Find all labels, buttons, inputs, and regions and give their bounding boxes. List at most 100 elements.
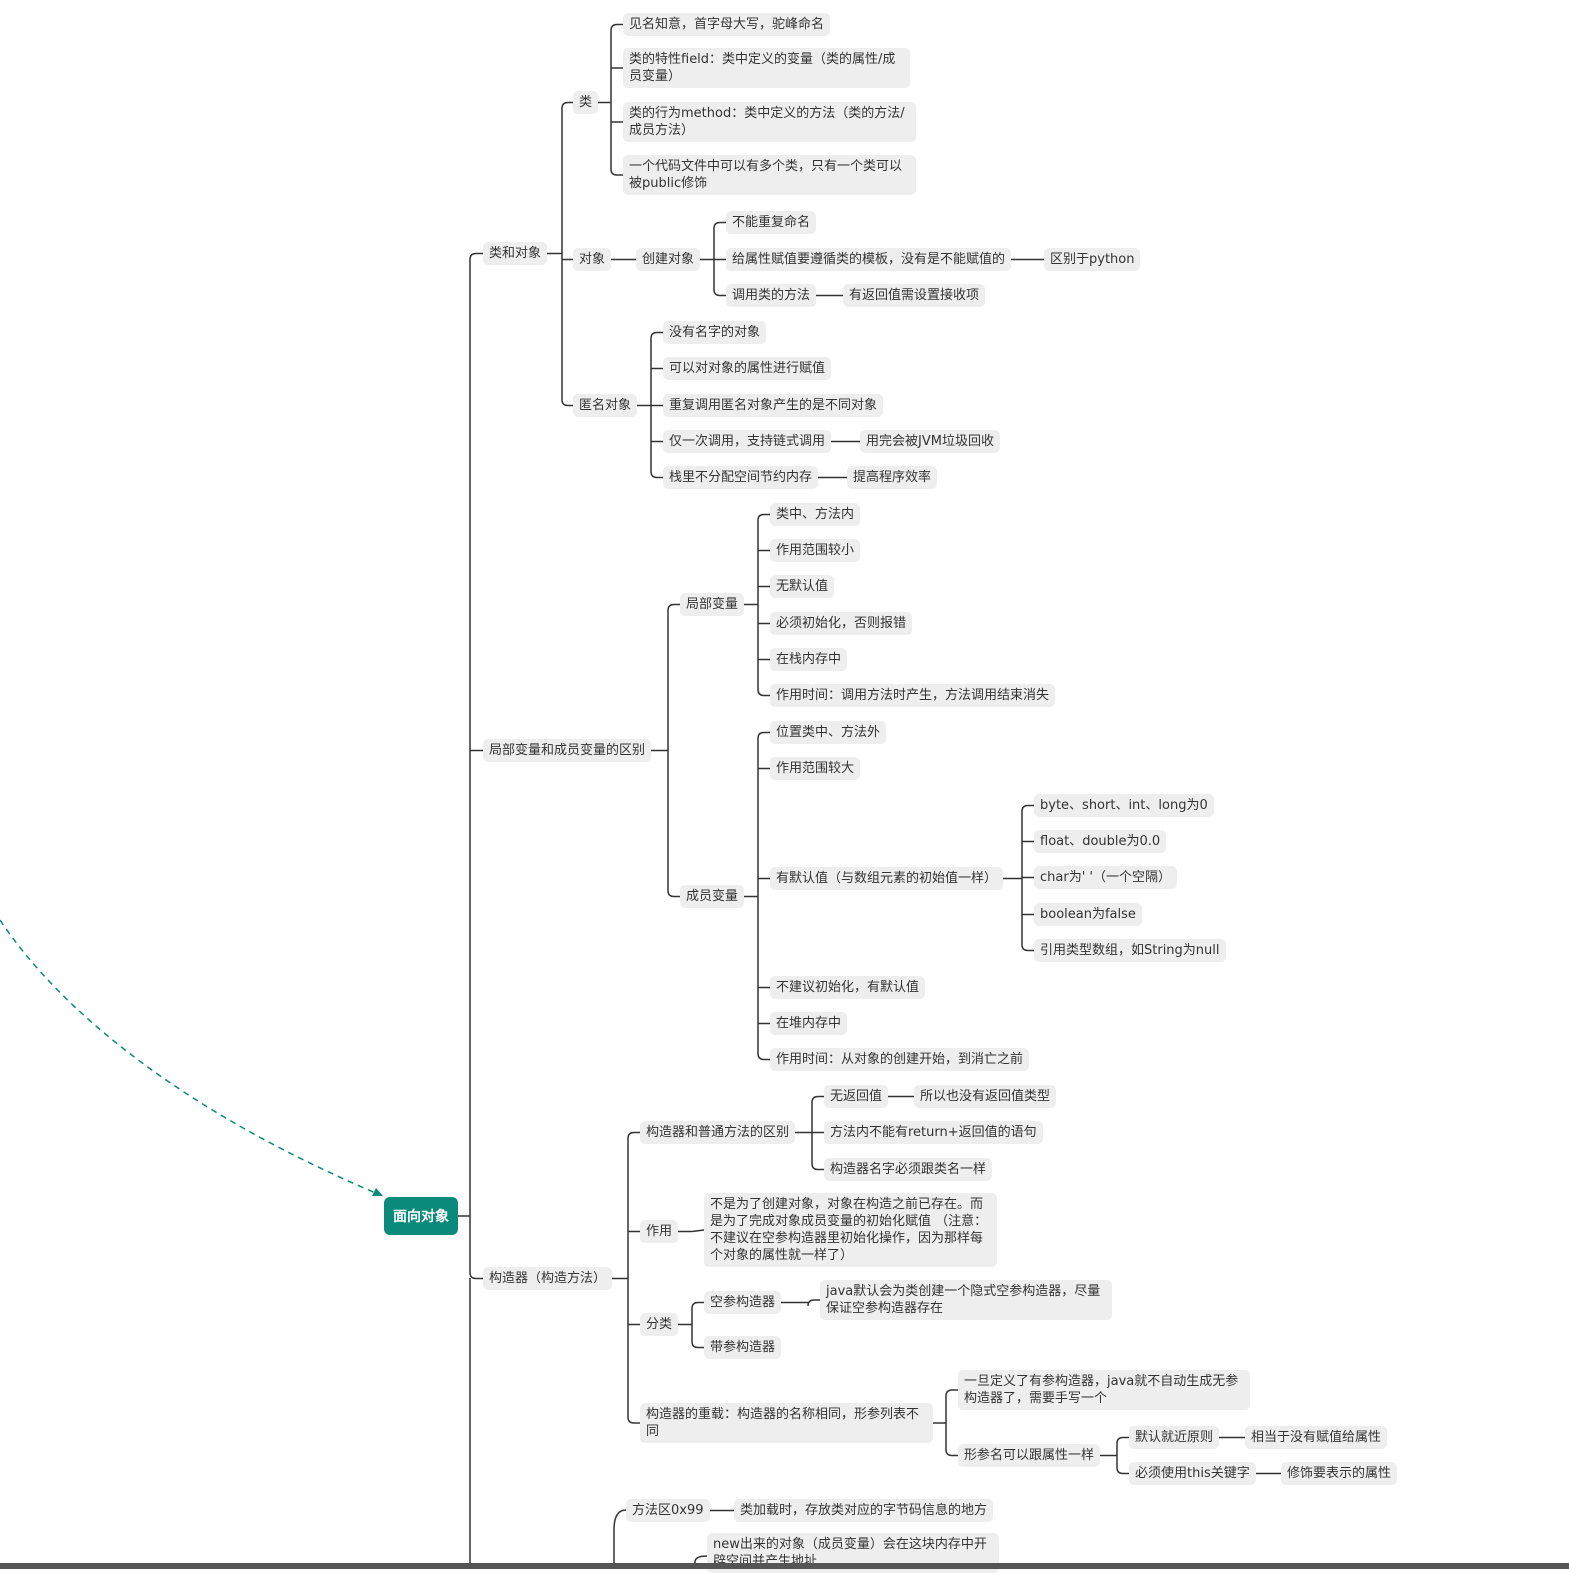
- node-overload-2[interactable]: 形参名可以跟属性一样: [958, 1444, 1101, 1467]
- node-member-4[interactable]: 不建议初始化，有默认值: [770, 976, 926, 999]
- node-object[interactable]: 对象: [573, 248, 612, 271]
- node-member-2[interactable]: 作用范围较大: [770, 757, 861, 780]
- node-implicit-constructor[interactable]: java默认会为类创建一个隐式空参构造器，尽量保证空参构造器存在: [820, 1280, 1112, 1320]
- connector-line: [713, 289, 726, 297]
- node-method-area[interactable]: 方法区0x99: [626, 1499, 710, 1522]
- node-local-6[interactable]: 作用时间：调用方法时产生，方法调用结束消失: [770, 684, 1056, 707]
- connector-line: [650, 331, 663, 339]
- node-no-arg-constructor[interactable]: 空参构造器: [704, 1291, 782, 1314]
- node-assign-attrs[interactable]: 给属性赋值要遵循类的模板，没有是不能赋值的: [726, 248, 1012, 271]
- node-anon-5a[interactable]: 提高程序效率: [847, 466, 938, 489]
- node-local-1[interactable]: 类中、方法内: [770, 503, 861, 526]
- connector-line: [807, 1299, 820, 1307]
- node-purpose-detail[interactable]: 不是为了创建对象，对象在构造之前已存在。而是为了完成对象成员变量的初始化赋值 （…: [704, 1193, 997, 1267]
- connector-line: [0, 919, 379, 1195]
- node-default-char[interactable]: char为' '（一个空隔）: [1034, 866, 1177, 889]
- node-class-and-object[interactable]: 类和对象: [483, 242, 548, 265]
- node-anon-2[interactable]: 可以对对象的属性进行赋值: [663, 357, 832, 380]
- node-constructor-vs-method[interactable]: 构造器和普通方法的区别: [640, 1121, 796, 1144]
- node-member-3[interactable]: 有默认值（与数组元素的初始值一样）: [770, 867, 1004, 890]
- connector-line: [691, 1341, 704, 1349]
- node-default-boolean[interactable]: boolean为false: [1034, 903, 1142, 926]
- connector-line: [1021, 944, 1034, 952]
- connector-line: [1021, 804, 1034, 812]
- node-member-5[interactable]: 在堆内存中: [770, 1012, 848, 1035]
- connector-line: [945, 1389, 958, 1397]
- connector-line: [613, 1509, 627, 1531]
- node-anon-4a[interactable]: 用完会被JVM垃圾回收: [860, 430, 1000, 453]
- connector-line: [469, 1272, 483, 1280]
- node-anon-3[interactable]: 重复调用匿名对象产生的是不同对象: [663, 394, 884, 417]
- node-purpose[interactable]: 作用: [640, 1220, 679, 1243]
- connector-line: [667, 890, 680, 898]
- node-same-name[interactable]: 构造器名字必须跟类名一样: [824, 1158, 993, 1181]
- connector-line: [691, 1229, 705, 1233]
- connector-line: [757, 689, 770, 697]
- connector-line: [1116, 1436, 1129, 1444]
- node-member-variable[interactable]: 成员变量: [680, 885, 745, 908]
- node-local-3[interactable]: 无默认值: [770, 575, 835, 598]
- node-class-file[interactable]: 一个代码文件中可以有多个类，只有一个类可以被public修饰: [623, 155, 916, 195]
- node-diff-python[interactable]: 区别于python: [1044, 248, 1141, 271]
- node-local-4[interactable]: 必须初始化，否则报错: [770, 612, 913, 635]
- node-member-1[interactable]: 位置类中、方法外: [770, 721, 887, 744]
- node-anon-1[interactable]: 没有名字的对象: [663, 321, 767, 344]
- arrow-head: [372, 1188, 383, 1196]
- connector-line: [694, 1555, 708, 1569]
- connector-line: [650, 471, 663, 479]
- connector-line: [610, 23, 623, 31]
- node-nearest-detail[interactable]: 相当于没有赋值给属性: [1245, 1426, 1388, 1449]
- node-method-area-detail[interactable]: 类加载时，存放类对应的字节码信息的地方: [734, 1499, 994, 1522]
- connector-line: [691, 1301, 704, 1309]
- node-this-detail[interactable]: 修饰要表示的属性: [1281, 1462, 1398, 1485]
- connector-line: [561, 101, 573, 109]
- bottom-scrollbar[interactable]: [0, 1563, 1569, 1569]
- node-class-method[interactable]: 类的行为method：类中定义的方法（类的方法/成员方法）: [623, 102, 916, 142]
- connector-line: [811, 1095, 824, 1103]
- root-node[interactable]: 面向对象: [384, 1197, 458, 1235]
- node-class-naming[interactable]: 见名知意，首字母大写，驼峰命名: [623, 13, 831, 36]
- connector-line: [811, 1163, 824, 1171]
- connector-line: [610, 168, 623, 176]
- node-local-vs-member[interactable]: 局部变量和成员变量的区别: [483, 739, 652, 762]
- node-local-variable[interactable]: 局部变量: [680, 593, 745, 616]
- node-no-duplicate-name[interactable]: 不能重复命名: [726, 211, 817, 234]
- node-nearest[interactable]: 默认就近原则: [1129, 1426, 1220, 1449]
- node-default-int[interactable]: byte、short、int、long为0: [1034, 794, 1214, 817]
- node-constructor[interactable]: 构造器（构造方法）: [483, 1267, 613, 1290]
- node-local-2[interactable]: 作用范围较小: [770, 539, 861, 562]
- connector-line: [757, 1053, 770, 1061]
- node-create-object[interactable]: 创建对象: [636, 248, 701, 271]
- node-no-return-statement[interactable]: 方法内不能有return+返回值的语句: [824, 1121, 1043, 1144]
- node-default-reference[interactable]: 引用类型数组，如String为null: [1034, 939, 1226, 962]
- node-anon-5[interactable]: 栈里不分配空间节约内存: [663, 466, 819, 489]
- node-overload-1[interactable]: 一旦定义了有参构造器，java就不自动生成无参构造器了，需要手写一个: [958, 1370, 1250, 1410]
- connector-line: [1116, 1467, 1129, 1475]
- node-overload[interactable]: 构造器的重载：构造器的名称相同，形参列表不同: [640, 1403, 933, 1443]
- node-anon-4[interactable]: 仅一次调用，支持链式调用: [663, 430, 832, 453]
- node-return-receive[interactable]: 有返回值需设置接收项: [843, 284, 986, 307]
- connector-line: [627, 1131, 640, 1139]
- node-category[interactable]: 分类: [640, 1313, 679, 1336]
- node-no-return-type[interactable]: 所以也没有返回值类型: [914, 1085, 1057, 1108]
- connector-line: [627, 1416, 640, 1424]
- node-member-6[interactable]: 作用时间：从对象的创建开始，到消亡之前: [770, 1048, 1030, 1071]
- connector-line: [757, 513, 770, 521]
- connector-line: [469, 252, 483, 260]
- node-class[interactable]: 类: [573, 91, 599, 114]
- node-this-keyword[interactable]: 必须使用this关键字: [1129, 1462, 1256, 1485]
- connector-line: [667, 603, 680, 611]
- node-default-float[interactable]: float、double为0.0: [1034, 830, 1167, 853]
- node-anonymous-object[interactable]: 匿名对象: [573, 394, 638, 417]
- node-call-method[interactable]: 调用类的方法: [726, 284, 817, 307]
- node-arg-constructor[interactable]: 带参构造器: [704, 1336, 782, 1359]
- node-no-return[interactable]: 无返回值: [824, 1085, 889, 1108]
- connector-line: [713, 221, 726, 229]
- connector-line: [561, 399, 573, 407]
- node-local-5[interactable]: 在栈内存中: [770, 648, 848, 671]
- connector-line: [945, 1449, 958, 1457]
- connector-line: [757, 731, 770, 739]
- node-class-field[interactable]: 类的特性field：类中定义的变量（类的属性/成员变量）: [623, 48, 910, 88]
